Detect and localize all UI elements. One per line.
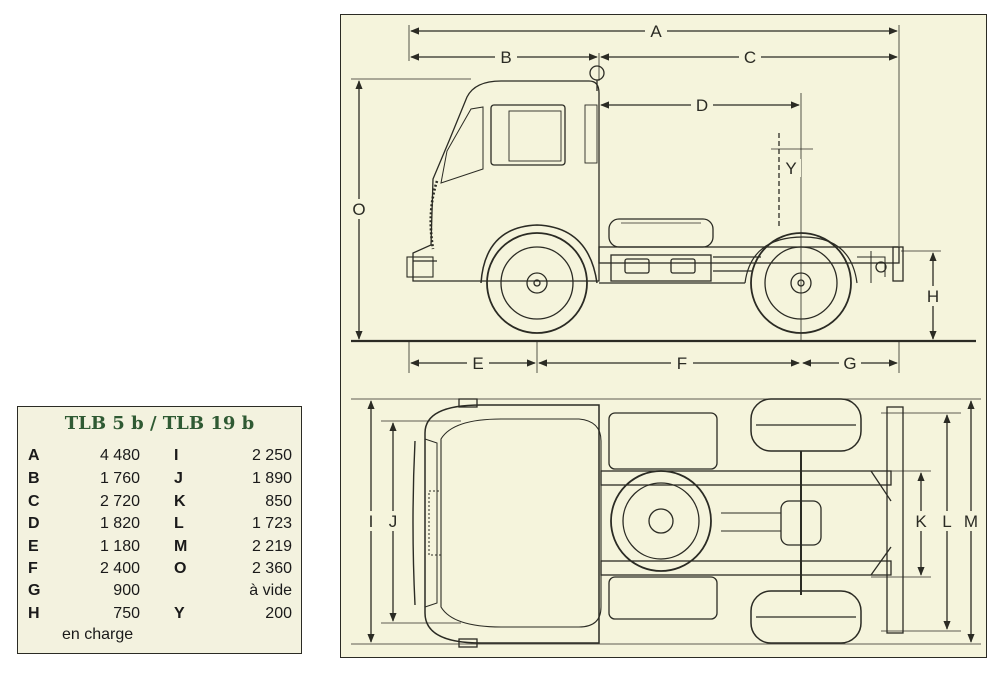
label-g: G <box>843 354 856 373</box>
spec-value: 750 <box>113 605 140 622</box>
spec-letter: J <box>174 470 183 487</box>
spec-value: 2 400 <box>99 560 140 577</box>
spec-letter: L <box>174 515 184 532</box>
top-view <box>351 398 981 648</box>
spec-row-e: E 1 180 <box>28 536 148 558</box>
spec-value: 200 <box>265 605 292 622</box>
label-l: L <box>942 512 951 531</box>
spec-row-a-vide: à vide <box>174 580 292 602</box>
spec-letter: C <box>28 493 40 510</box>
spec-value: 1 820 <box>99 515 140 532</box>
label-k: K <box>915 512 927 531</box>
spec-row-a: A 4 480 <box>28 445 148 467</box>
spec-row-y: Y 200 <box>174 603 292 625</box>
spec-letter: G <box>28 582 41 599</box>
side-view <box>351 25 976 373</box>
spec-letter: F <box>28 560 38 577</box>
rear-wheel <box>750 232 852 334</box>
label-a: A <box>650 22 662 41</box>
spec-value: 2 720 <box>99 493 140 510</box>
spec-value: 1 180 <box>99 538 140 555</box>
spec-row-f: F 2 400 <box>28 558 148 580</box>
spec-letter: H <box>28 605 40 622</box>
spec-value: 2 360 <box>251 560 292 577</box>
spec-row-b: B 1 760 <box>28 468 148 490</box>
front-wheel <box>486 232 588 334</box>
spare-wheel <box>610 470 712 572</box>
spec-letter: Y <box>174 605 185 622</box>
spec-row-c: C 2 720 <box>28 491 148 513</box>
spec-value: 1 760 <box>99 470 140 487</box>
spec-value: 2 219 <box>251 538 292 555</box>
label-d: D <box>696 96 708 115</box>
spec-note-en-charge: en charge <box>62 626 134 643</box>
label-o: O <box>352 200 365 219</box>
cab-body <box>412 80 600 282</box>
spec-row-h: H 750 <box>28 603 148 625</box>
label-m: M <box>964 512 978 531</box>
spec-row-i: I 2 250 <box>174 445 292 467</box>
spec-letter: A <box>28 447 40 464</box>
truck-drawing-svg: A B C D Y O H E F G I J K L M <box>349 22 982 648</box>
spec-table-title: TLB 5 b / TLB 19 b <box>64 413 255 434</box>
spec-value: 1 723 <box>251 515 292 532</box>
spec-row-l: L 1 723 <box>174 513 292 535</box>
spec-letter: M <box>174 538 188 555</box>
spec-value: 4 480 <box>99 447 140 464</box>
label-j: J <box>389 512 398 531</box>
label-i: I <box>369 512 374 531</box>
spec-row-o: O 2 360 <box>174 558 292 580</box>
label-h: H <box>927 287 939 306</box>
spec-value: 850 <box>265 493 292 510</box>
spec-letter: O <box>174 560 187 577</box>
spec-value: 900 <box>113 582 140 599</box>
spec-value: 2 250 <box>251 447 292 464</box>
spec-row-k: K 850 <box>174 491 292 513</box>
label-y: Y <box>785 159 796 178</box>
rear-wheel-right <box>750 590 862 644</box>
spec-letter: D <box>28 515 40 532</box>
spec-row-g: G 900 <box>28 580 148 602</box>
label-f: F <box>677 354 687 373</box>
spec-letter: B <box>28 470 40 487</box>
spec-value: 1 890 <box>251 470 292 487</box>
label-e: E <box>472 354 483 373</box>
rear-wheel-left <box>750 398 862 452</box>
spec-row-j: J 1 890 <box>174 468 292 490</box>
label-c: C <box>744 48 756 67</box>
truck-drawing: A B C D Y O H E F G I J K L M <box>340 14 987 658</box>
spec-row-d: D 1 820 <box>28 513 148 535</box>
spec-letter: E <box>28 538 39 555</box>
label-b: B <box>500 48 511 67</box>
spec-value: à vide <box>249 582 292 599</box>
spec-letter: I <box>174 447 179 464</box>
spec-table: TLB 5 b / TLB 19 b A 4 480 B 1 760 C 2 7… <box>17 406 302 654</box>
cab-top <box>424 404 600 644</box>
spec-letter: K <box>174 493 186 510</box>
spec-row-m: M 2 219 <box>174 536 292 558</box>
